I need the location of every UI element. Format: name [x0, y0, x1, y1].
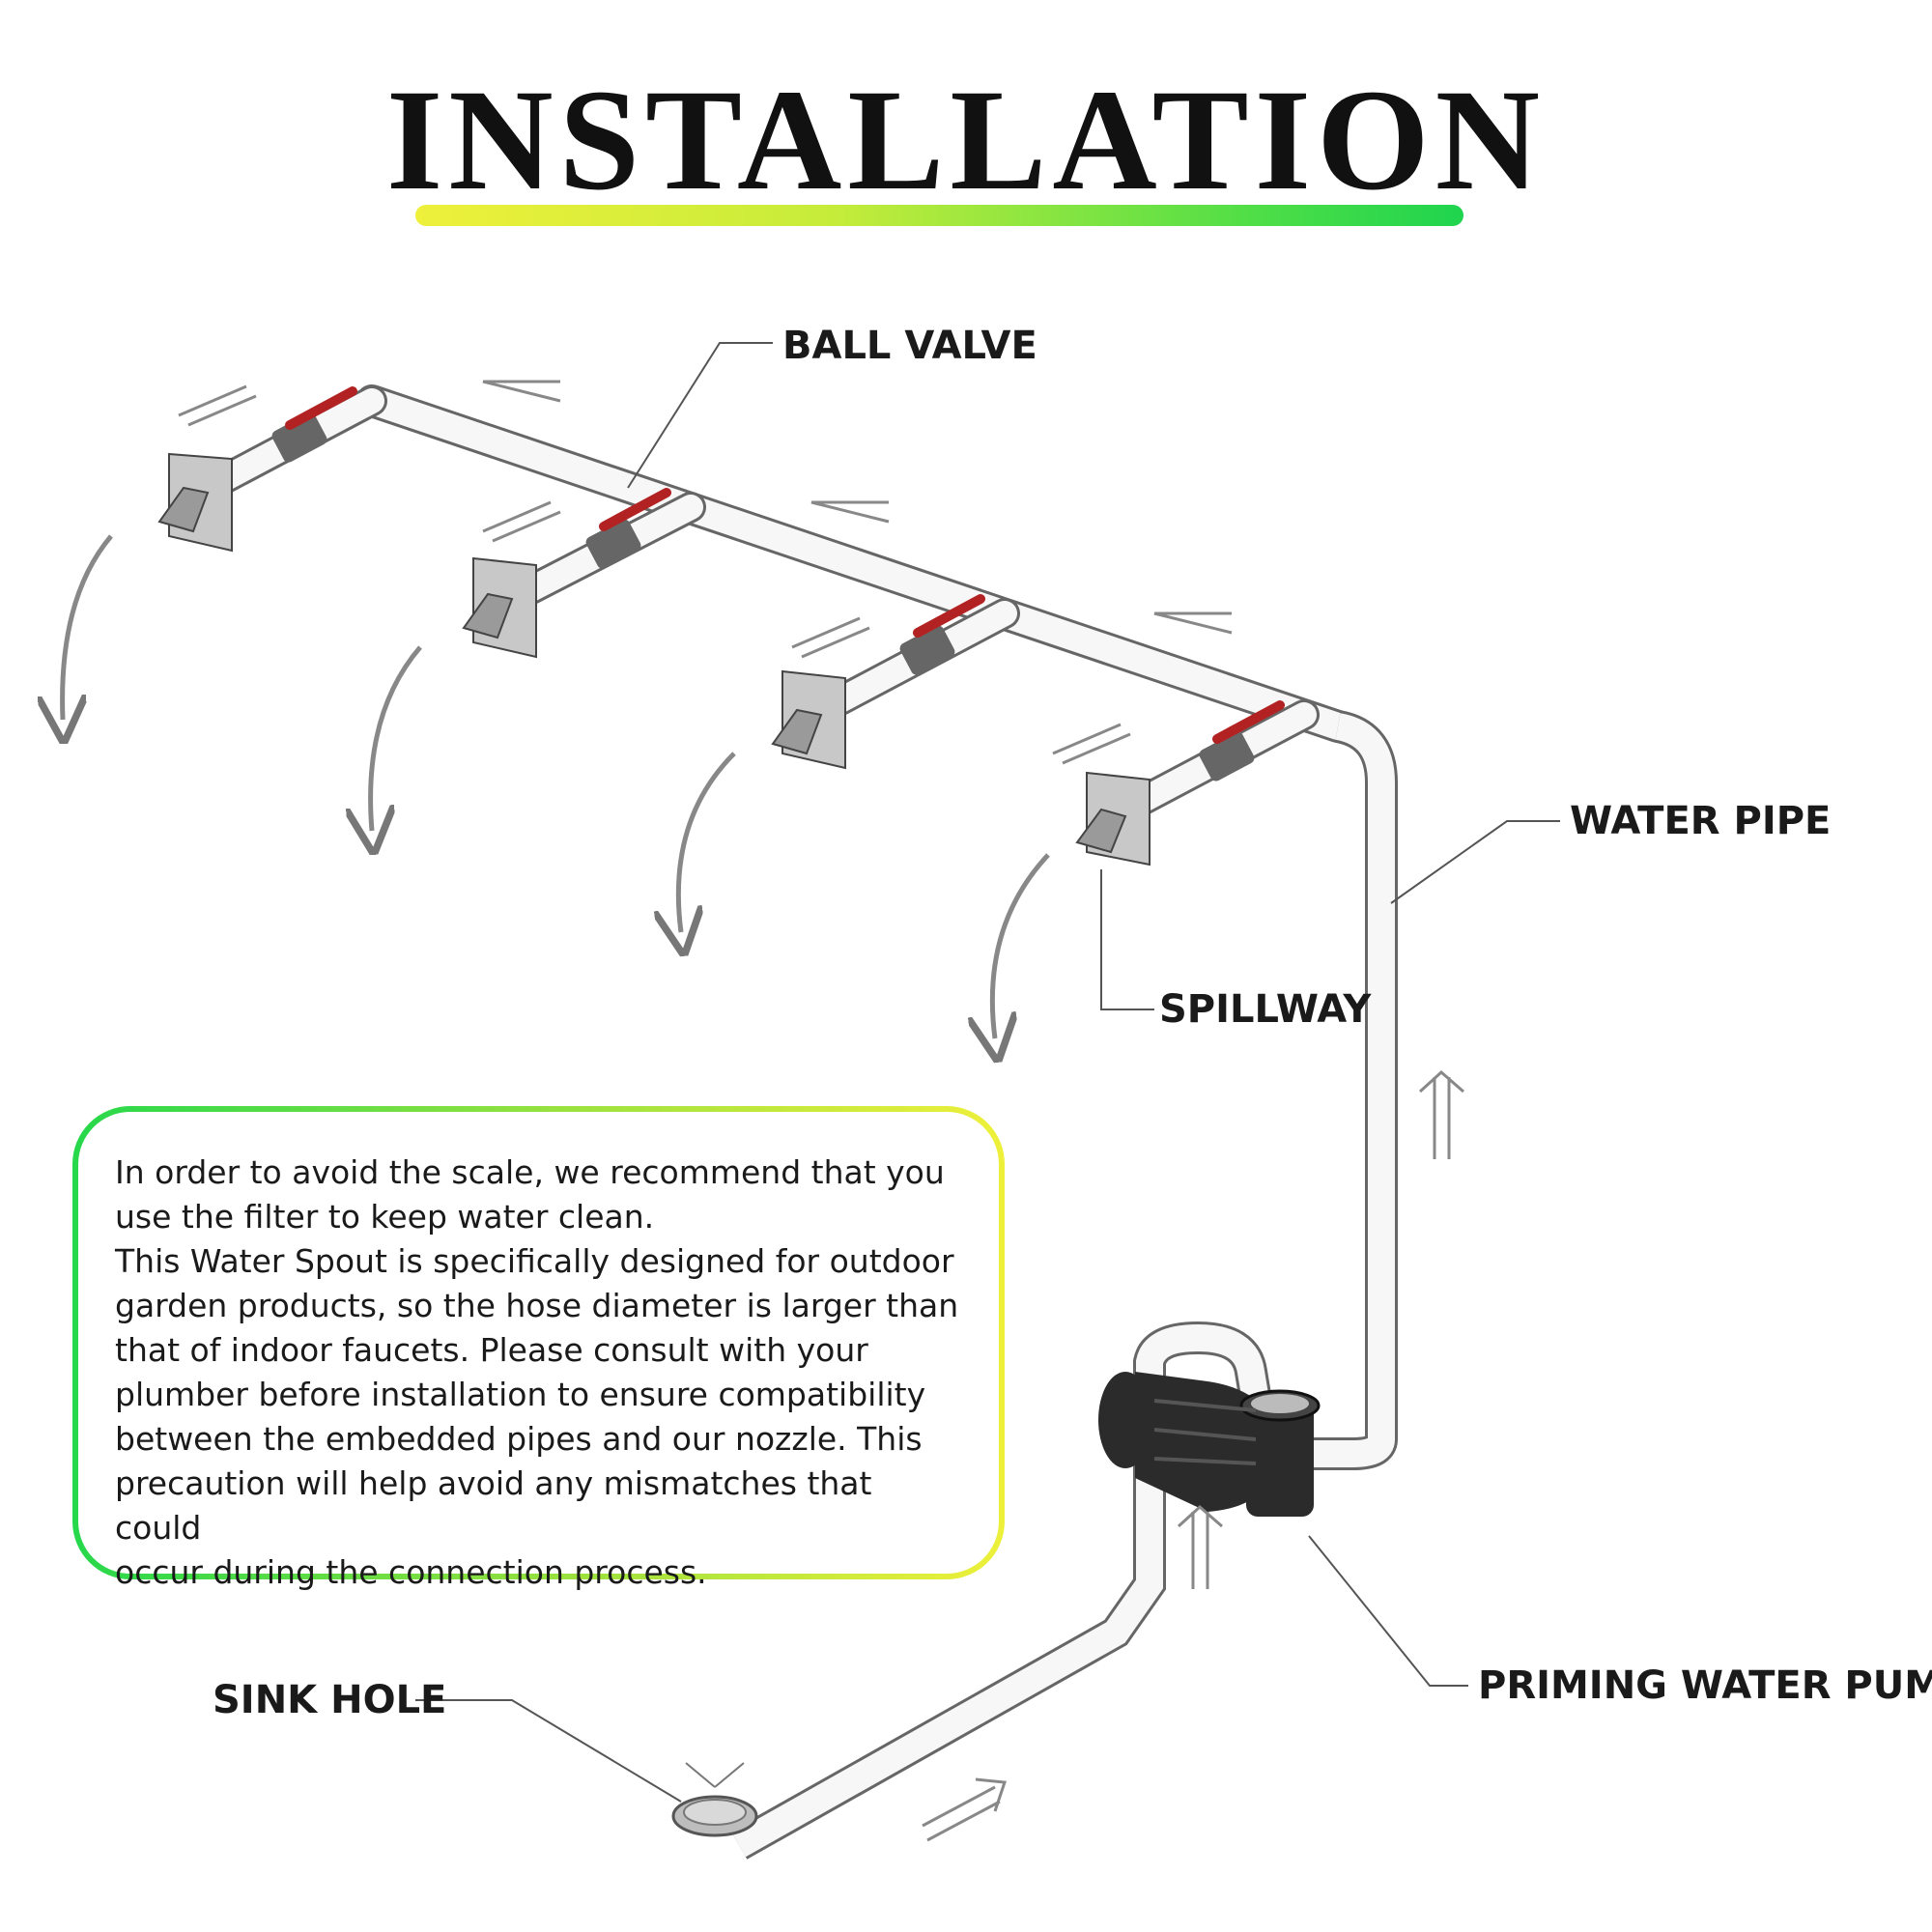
note-box: In order to avoid the scale, we recommen… — [72, 1106, 1005, 1591]
suction-pipe — [730, 1321, 1272, 1860]
label-spillway: SPILLWAY — [1159, 987, 1372, 1032]
note-text: In order to avoid the scale, we recommen… — [115, 1153, 959, 1591]
spout-branch-1 — [63, 384, 387, 720]
spout-branch-3 — [678, 594, 1020, 932]
flow-arrows — [482, 380, 1464, 1842]
label-water-pipe: WATER PIPE — [1570, 799, 1832, 843]
label-sink-hole: SINK HOLE — [213, 1678, 447, 1722]
title-underline — [415, 205, 1463, 226]
water-pipe — [1314, 710, 1398, 1470]
label-priming-water-pump: PRIMING WATER PUMP — [1478, 1663, 1932, 1708]
leader-lines — [415, 342, 1560, 1803]
spout-branch-2 — [371, 488, 706, 831]
main-pipe — [355, 384, 1354, 743]
note-inner: In order to avoid the scale, we recommen… — [78, 1112, 999, 1591]
pump-body — [1098, 1372, 1321, 1517]
label-ball-valve: BALL VALVE — [782, 324, 1037, 368]
page-title: INSTALLATION — [385, 60, 1547, 220]
sink-hole — [671, 1762, 758, 1837]
spout-branch-4 — [992, 699, 1320, 1038]
